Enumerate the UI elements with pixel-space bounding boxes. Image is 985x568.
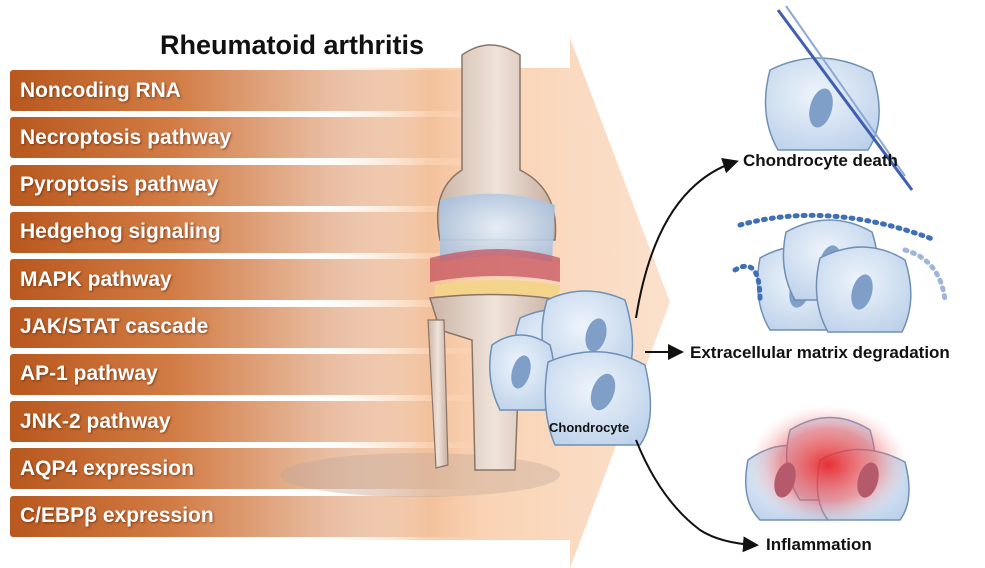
outcome-chondrocyte-death: Chondrocyte death	[743, 151, 898, 171]
knee-joint-illustration	[280, 45, 560, 497]
arrow-to-death	[636, 162, 735, 318]
inflammation-illustration	[746, 405, 909, 525]
ecm-degradation-illustration	[735, 215, 945, 332]
outcome-inflammation: Inflammation	[766, 535, 872, 555]
chondrocyte-label: Chondrocyte	[549, 420, 629, 435]
arrow-to-inflammation	[636, 440, 755, 545]
outcome-ecm-degradation: Extracellular matrix degradation	[690, 343, 950, 363]
